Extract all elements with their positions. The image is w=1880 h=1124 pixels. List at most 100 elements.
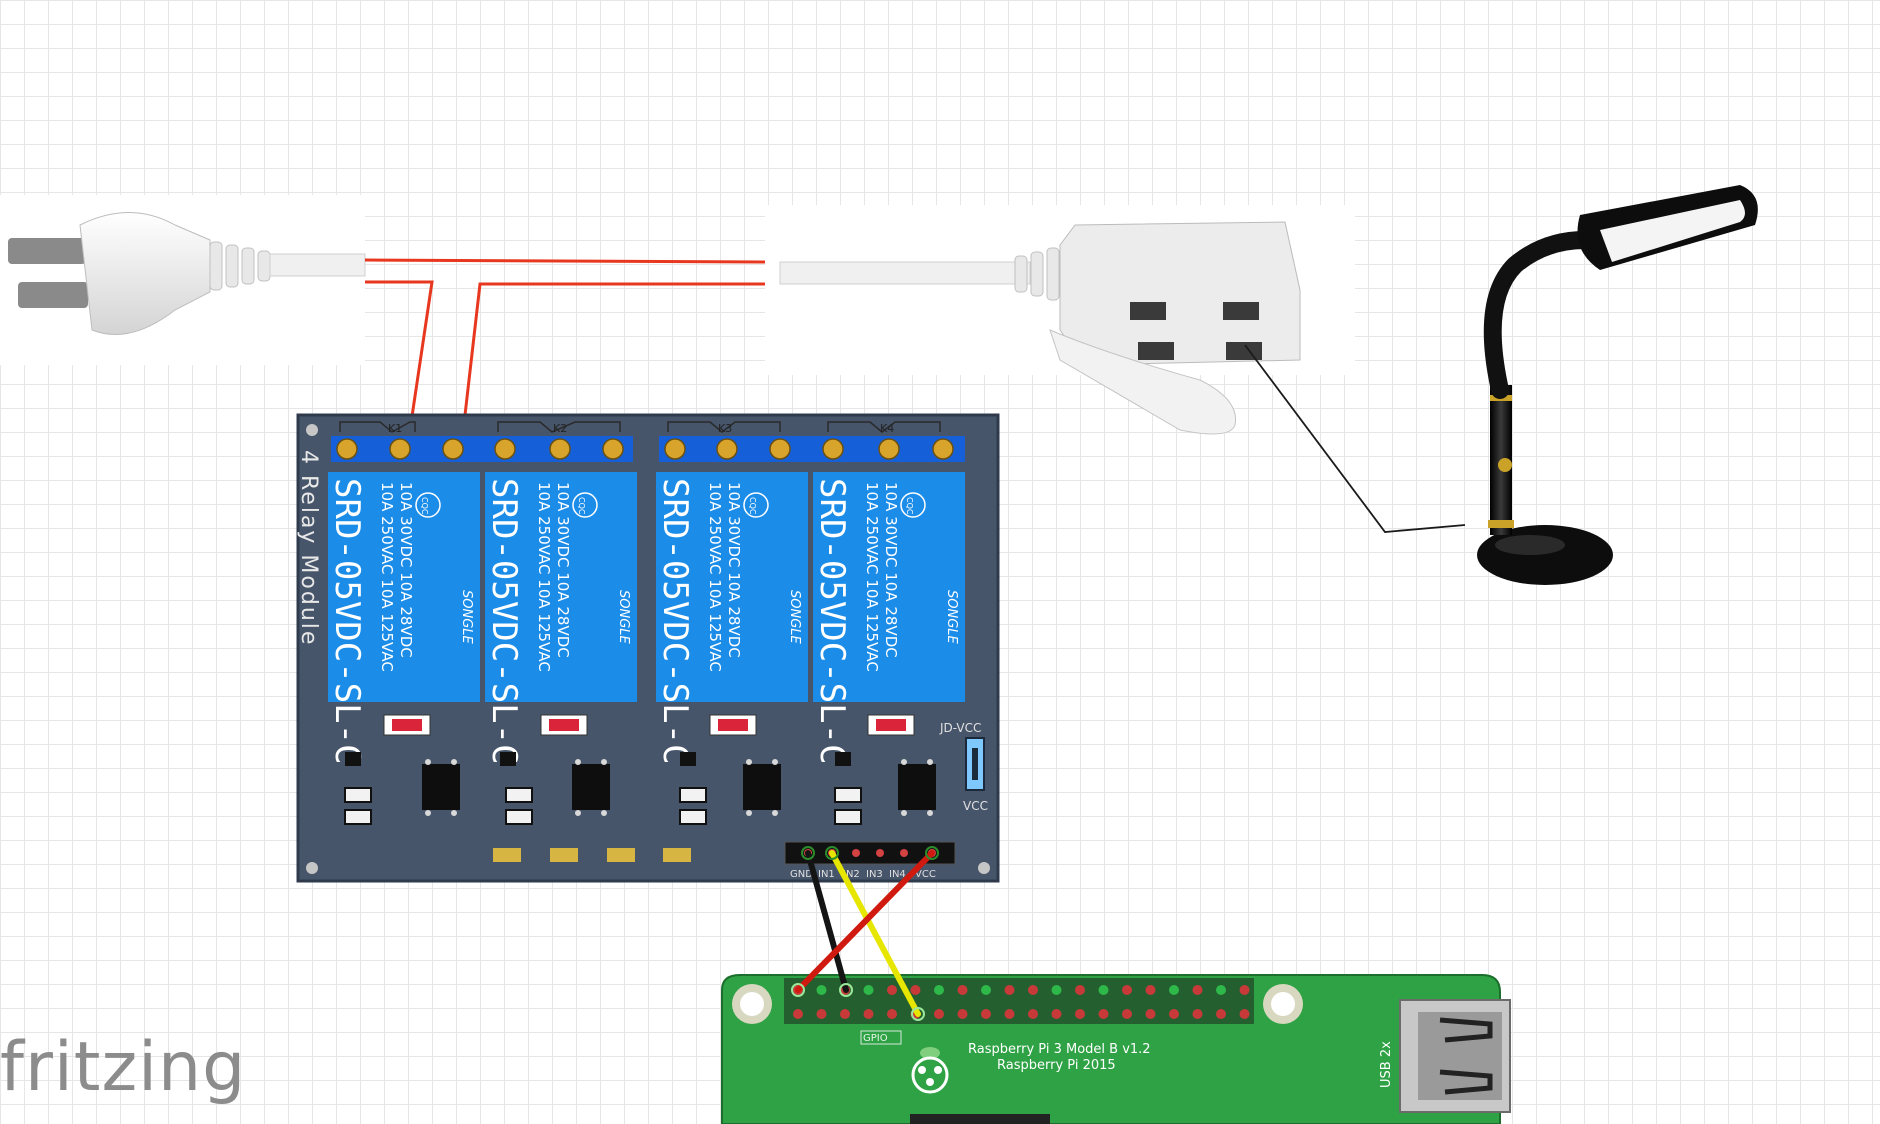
- outlet-slot-3[interactable]: [1138, 342, 1174, 360]
- relay-model: SRD-05VDC-SL-C: [327, 478, 367, 765]
- gpio-pin[interactable]: [863, 1009, 874, 1019]
- gpio-pin[interactable]: [793, 1009, 803, 1019]
- relay-k1[interactable]: SRD-05VDC-SL-C 10A 250VAC 10A 125VAC 10A…: [327, 472, 480, 765]
- raspberry-pi[interactable]: GPIO Raspberry Pi 3 Model B v1.2 Raspber…: [721, 974, 1511, 1124]
- lamp-base-highlight: [1495, 535, 1565, 555]
- gpio-pin[interactable]: [816, 985, 827, 995]
- gpio-label: GPIO: [863, 1033, 888, 1044]
- mains-wire-to-k1-com[interactable]: [365, 280, 434, 451]
- relay-rating-2: 10A 30VDC 10A 28VDC: [554, 482, 572, 658]
- relay-cert: CQC: [577, 497, 586, 515]
- gpio-pin[interactable]: [1216, 985, 1226, 995]
- relay-rating-2: 10A 30VDC 10A 28VDC: [882, 482, 900, 658]
- wire-gnd[interactable]: [805, 850, 849, 993]
- relay-k3[interactable]: SRD-05VDC-SL-C 10A 250VAC 10A 125VAC 10A…: [655, 472, 808, 765]
- fritzing-logo: fritzing: [0, 1028, 247, 1107]
- relay-rating-1: 10A 250VAC 10A 125VAC: [706, 482, 724, 672]
- desk-lamp[interactable]: [1477, 185, 1758, 585]
- extension-outlet[interactable]: [779, 221, 1301, 435]
- relay-optocouplers: [422, 759, 936, 816]
- gpio-pin[interactable]: [887, 1009, 897, 1019]
- gpio-pin[interactable]: [1028, 985, 1038, 995]
- terminal-strip-left: [331, 436, 633, 462]
- relay-rating-2: 10A 30VDC 10A 28VDC: [397, 482, 415, 658]
- gpio-header[interactable]: [784, 978, 1254, 1024]
- gpio-pin[interactable]: [1145, 1009, 1156, 1019]
- lamp-cord[interactable]: [1244, 344, 1466, 533]
- gpio-pin[interactable]: [981, 1009, 991, 1019]
- raspberry-logo: [911, 1047, 949, 1094]
- relay-leds: [383, 714, 915, 736]
- relay-header-k1: K1: [388, 422, 402, 435]
- gpio-pin[interactable]: [957, 985, 968, 995]
- plug-prong-bottom: [18, 282, 88, 308]
- gpio-pin[interactable]: [887, 985, 897, 995]
- outlet-flap: [1049, 329, 1237, 435]
- lamp-switch[interactable]: [1498, 458, 1512, 472]
- gpio-pin[interactable]: [1122, 1009, 1132, 1019]
- relay-model: SRD-05VDC-SL-C: [484, 478, 524, 765]
- relay-k2[interactable]: SRD-05VDC-SL-C 10A 250VAC 10A 125VAC 10A…: [484, 472, 637, 765]
- gpio-pin[interactable]: [1051, 985, 1062, 995]
- relay-model: SRD-05VDC-SL-C: [655, 478, 695, 765]
- relay-header-k4: K4: [880, 422, 894, 435]
- gpio-pin[interactable]: [957, 1009, 968, 1019]
- gpio-pin[interactable]: [1169, 985, 1179, 995]
- outlet-slot-2[interactable]: [1223, 302, 1259, 320]
- gpio-pin[interactable]: [840, 1009, 850, 1019]
- gpio-pin[interactable]: [1098, 985, 1109, 995]
- pi-title-line1: Raspberry Pi 3 Model B v1.2: [968, 1042, 1151, 1057]
- relay-cert: CQC: [905, 497, 914, 515]
- relay-module[interactable]: 4 Relay Module K1 K2 K3 K4 SRD-05VDC-SL-…: [296, 413, 1000, 883]
- gpio-pin[interactable]: [1239, 1009, 1250, 1019]
- gpio-pin[interactable]: [1075, 1009, 1085, 1019]
- gpio-pin[interactable]: [1098, 1009, 1109, 1019]
- outlet-cord: [779, 261, 1031, 285]
- gpio-pin[interactable]: [1004, 1009, 1015, 1019]
- power-plug[interactable]: [8, 212, 366, 335]
- mains-wire-to-k1-no[interactable]: [459, 282, 765, 451]
- relay-brand: SONGLE: [787, 590, 802, 645]
- gpio-pin[interactable]: [1051, 1009, 1062, 1019]
- gpio-pin[interactable]: [1145, 985, 1156, 995]
- gpio-pin[interactable]: [934, 985, 944, 995]
- gpio-pin[interactable]: [1028, 1009, 1038, 1019]
- gpio-pin[interactable]: [1169, 1009, 1179, 1019]
- pin-label-in3: IN3: [866, 869, 883, 880]
- relay-model: SRD-05VDC-SL-C: [812, 478, 852, 765]
- mains-wires[interactable]: [364, 258, 766, 451]
- relay-rating-1: 10A 250VAC 10A 125VAC: [863, 482, 881, 672]
- mains-wire-through[interactable]: [364, 258, 766, 264]
- pin-label-in4: IN4: [889, 869, 906, 880]
- lamp-ring-low: [1488, 520, 1514, 528]
- gpio-pin[interactable]: [1122, 985, 1132, 995]
- outlet-body: [1059, 221, 1301, 366]
- jumper-wires[interactable]: [795, 850, 935, 1017]
- relay-cert: CQC: [748, 497, 757, 515]
- relay-k4[interactable]: SRD-05VDC-SL-C 10A 250VAC 10A 125VAC 10A…: [812, 472, 965, 765]
- wire-in1[interactable]: [829, 850, 921, 1017]
- input-pin-header[interactable]: [784, 841, 956, 865]
- gpio-pin[interactable]: [1216, 1009, 1226, 1019]
- relay-rating-2: 10A 30VDC 10A 28VDC: [725, 482, 743, 658]
- gpio-pin[interactable]: [1075, 985, 1085, 995]
- gpio-pin[interactable]: [1239, 985, 1250, 995]
- gpio-pin[interactable]: [1192, 1009, 1203, 1019]
- pin-label-in2: IN2: [843, 869, 860, 880]
- gpio-pin[interactable]: [1192, 985, 1203, 995]
- pin-label-in1: IN1: [818, 869, 835, 880]
- gpio-pin[interactable]: [863, 985, 874, 995]
- outlet-slot-1[interactable]: [1130, 302, 1166, 320]
- gpio-pin[interactable]: [981, 985, 991, 995]
- gpio-pin[interactable]: [1004, 985, 1015, 995]
- gpio-pin[interactable]: [910, 985, 921, 995]
- relay-rating-1: 10A 250VAC 10A 125VAC: [378, 482, 396, 672]
- wire-vcc[interactable]: [795, 850, 935, 993]
- plug-prong-top: [8, 238, 86, 264]
- gpio-pin[interactable]: [816, 1009, 827, 1019]
- relay-brand: SONGLE: [616, 590, 631, 645]
- usb-label: USB 2x: [1379, 1041, 1394, 1088]
- outlet-slot-4[interactable]: [1226, 342, 1262, 360]
- gpio-pin[interactable]: [934, 1009, 944, 1019]
